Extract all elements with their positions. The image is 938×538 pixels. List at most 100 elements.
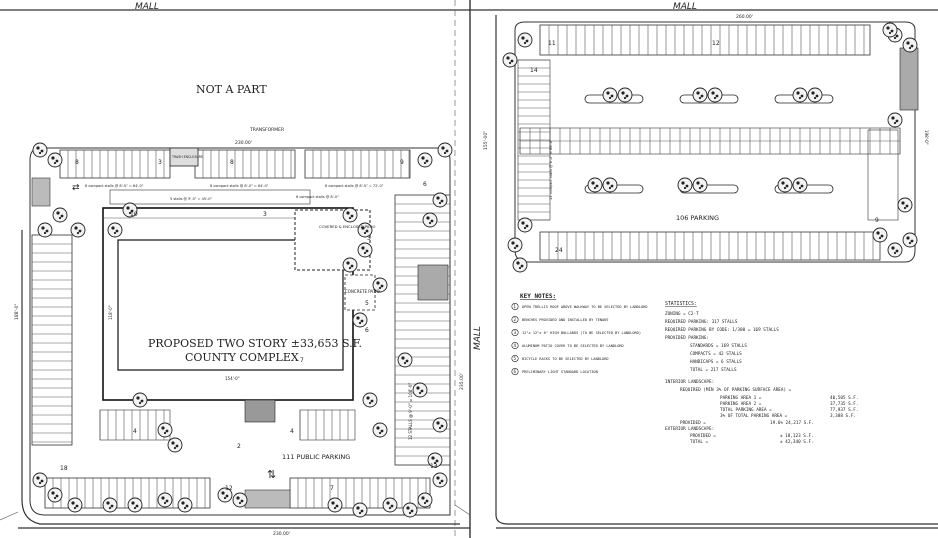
tree-icon — [357, 242, 373, 258]
stall-count-n8b: 8 — [230, 159, 234, 166]
tree-icon — [47, 487, 63, 503]
tree-icon — [402, 502, 418, 518]
key-note-text: OPEN TRELLIS ROOF ABOVE WALKWAY TO BE SE… — [522, 305, 648, 309]
compact-stalls-row2: 6 compact stalls @ 8'-0" — [296, 195, 339, 199]
tree-icon — [177, 497, 193, 513]
key-note-number: 4 — [514, 343, 517, 348]
stats-pct-value: 3,388 S.F. — [830, 413, 856, 419]
stall-count-n6: 6 — [423, 181, 427, 188]
stats-standards: STANDARDS = 169 STALLS — [690, 343, 747, 349]
stall-count-n9b: 9 — [875, 217, 879, 224]
tree-icon — [372, 277, 388, 293]
tree-icon — [777, 177, 793, 193]
stats-provided-header: PROVIDED PARKING: — [665, 335, 709, 341]
stall-count-n10: 10 — [130, 211, 138, 218]
tree-icon — [602, 87, 618, 103]
stats-zoning: ZONING = C2-T — [665, 311, 699, 317]
tree-icon — [432, 417, 448, 433]
tree-icon — [512, 257, 528, 273]
key-note-text: ALUMINUM PATIO COVER TO BE SELECTED BY L… — [522, 344, 624, 348]
tree-icon — [517, 32, 533, 48]
stats-total-area-label: TOTAL PARKING AREA = — [720, 407, 772, 413]
statistics-panel: STATISTICS: ZONING = C2-T REQUIRED PARKI… — [665, 301, 858, 445]
tree-icon — [47, 152, 63, 168]
stats-interior-required: REQUIRED (MIN 3% OF PARKING SURFACE AREA… — [680, 387, 792, 393]
tree-icon — [417, 152, 433, 168]
stats-provided-label: PROVIDED = — [680, 420, 706, 426]
key-note-number: 6 — [514, 369, 517, 374]
dim-bottom-width: 230.00' — [273, 531, 290, 537]
stats-ext-total-value: ± 42,340 S.F. — [780, 439, 814, 445]
tree-icon — [122, 202, 138, 218]
building-title-line1: PROPOSED TWO STORY ±33,653 S.F. — [148, 337, 362, 350]
tree-icon — [32, 472, 48, 488]
tree-icon — [517, 217, 533, 233]
tree-icon — [902, 37, 918, 53]
tree-icon — [357, 222, 373, 238]
stall-count-n12b: 12 — [712, 40, 720, 47]
entry-arrow-west: ⇄ — [72, 183, 80, 193]
key-note-bullet — [511, 354, 519, 362]
stalls-row-building: 5 stalls @ 9'-0" = 45'-0" — [170, 197, 213, 201]
mall-label-top-right: MALL — [673, 2, 697, 12]
tree-icon — [102, 497, 118, 513]
east-parking-label: 106 PARKING — [676, 214, 719, 222]
key-note-bullet — [511, 315, 519, 323]
stats-area1-label: PARKING AREA 1 = — [720, 395, 762, 401]
stats-title: STATISTICS: — [665, 301, 697, 307]
stall-count-n5: 5 — [365, 300, 369, 307]
tree-icon — [902, 232, 918, 248]
tree-icon — [397, 352, 413, 368]
tree-icon — [217, 487, 233, 503]
tree-icon — [897, 197, 913, 213]
stall-count-n3b: 3 — [263, 211, 267, 218]
public-parking-label: 111 PUBLIC PARKING — [282, 453, 350, 461]
dim-inner-width: 154'-0" — [225, 376, 240, 381]
dim-left-height: 188'-0" — [14, 304, 20, 320]
tree-icon — [52, 207, 68, 223]
key-note-item: 4 ALUMINUM PATIO COVER TO BE SELECTED BY … — [511, 341, 624, 349]
tree-icon — [32, 142, 48, 158]
tree-icon — [132, 392, 148, 408]
key-note-text: PRELIMINARY LIGHT STANDARD LOCATION — [522, 370, 598, 374]
tree-icon — [587, 177, 603, 193]
tree-icon — [327, 497, 343, 513]
east-parking-lot — [514, 21, 919, 263]
stall-count-n7b: 7 — [300, 357, 304, 364]
tree-icon — [617, 87, 633, 103]
county-complex-building — [102, 147, 449, 423]
tree-icon — [417, 492, 433, 508]
key-note-number: 5 — [514, 356, 517, 361]
entry-arrow-south: ⇅ — [267, 468, 276, 481]
concrete-patio-label: CONCRETE PATIO — [345, 289, 380, 294]
dim-inner-height: 118'-0" — [108, 305, 113, 320]
stall-count-n3a: 3 — [158, 159, 162, 166]
stats-handicaps: HANDICAPS = 6 STALLS — [690, 359, 742, 365]
tree-icon — [692, 177, 708, 193]
tree-icon — [887, 242, 903, 258]
tree-icon — [882, 22, 898, 38]
key-note-item: 6 PRELIMINARY LIGHT STANDARD LOCATION — [511, 367, 598, 375]
tree-icon — [872, 227, 888, 243]
tree-icon — [37, 222, 53, 238]
stats-pct-label: 3% OF TOTAL PARKING AREA = — [720, 413, 788, 419]
east-lot-compact-label: 11 compact stalls @ 8'-0" = 88'-0" — [549, 139, 553, 200]
tree-icon — [352, 502, 368, 518]
dim-top-width: 230.00' — [235, 140, 252, 146]
stats-interior-header: INTERIOR LANDSCAPE: — [665, 379, 714, 385]
key-note-bullet — [511, 302, 519, 310]
stall-count-n9: 9 — [400, 159, 404, 166]
building-title-line2: COUNTY COMPLEX — [185, 351, 299, 364]
stall-count-n7: 7 — [330, 485, 334, 492]
tree-icon — [792, 87, 808, 103]
stall-count-n2: 2 — [237, 443, 241, 450]
tree-icon — [67, 497, 83, 513]
transformer-label: TRANSFORMER — [249, 127, 284, 133]
stats-ext-total-label: TOTAL = — [690, 439, 709, 445]
